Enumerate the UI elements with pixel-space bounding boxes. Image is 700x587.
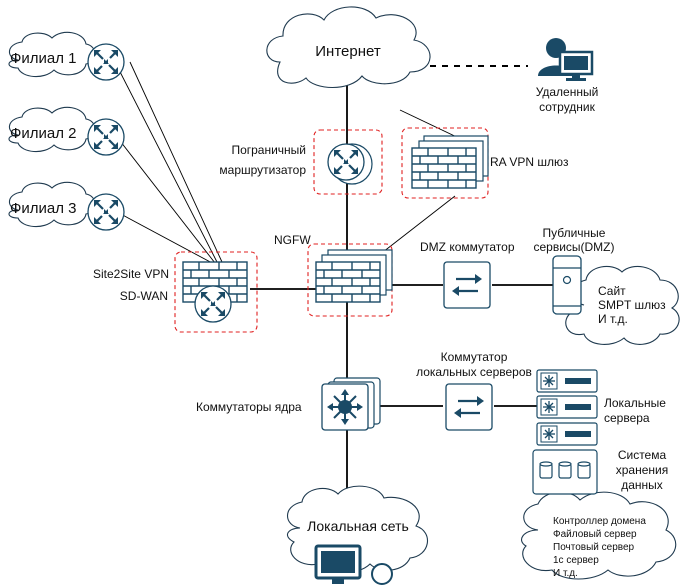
local-switch-line1: Коммутатор xyxy=(441,350,508,364)
remote-user: Удаленный сотрудник xyxy=(536,38,599,114)
public-cloud-line1: Сайт xyxy=(598,284,626,298)
ra-vpn-label: RA VPN шлюз xyxy=(490,155,569,169)
user-icon xyxy=(371,563,393,585)
local-servers-line1: Локальные xyxy=(604,396,666,410)
workstation-icon xyxy=(558,50,594,81)
server-icon xyxy=(536,422,598,446)
ngfw: NGFW xyxy=(274,233,393,317)
site2site-vpn: Site2Site VPN SD-WAN xyxy=(93,251,258,333)
local-servers-line2: сервера xyxy=(604,411,650,425)
site2site-line1: Site2Site VPN xyxy=(93,267,169,281)
router-icon xyxy=(326,142,366,182)
site2site-line2: SD-WAN xyxy=(120,289,168,303)
firewall-icon xyxy=(315,261,381,303)
core-switches-label: Коммутаторы ядра xyxy=(196,400,302,414)
storage-line1: Система xyxy=(618,448,667,462)
branch-3: Филиал 3 xyxy=(8,181,126,232)
servers-cloud-line3: Почтовый сервер xyxy=(553,542,635,553)
public-services-line2: сервисы(DMZ) xyxy=(533,240,614,254)
border-router-line2: маршрутизатор xyxy=(219,163,306,177)
branch-1: Филиал 1 xyxy=(8,31,126,82)
branch-1-label: Филиал 1 xyxy=(10,50,77,67)
lan-label: Локальная сеть xyxy=(307,518,409,534)
internet-cloud: Интернет xyxy=(266,6,431,88)
storage-line3: данных xyxy=(621,478,663,492)
router-icon xyxy=(193,284,233,324)
border-router: Пограничный маршрутизатор xyxy=(219,129,383,195)
remote-user-line2: сотрудник xyxy=(539,100,596,114)
router-icon xyxy=(86,42,126,82)
firewall-icon xyxy=(411,147,477,189)
remote-user-line1: Удаленный xyxy=(536,85,599,99)
internet-label: Интернет xyxy=(315,43,381,60)
core-switches: Коммутаторы ядра xyxy=(196,377,381,431)
switch-icon xyxy=(444,382,494,432)
servers-cloud-line4: 1с сервер xyxy=(553,555,599,566)
local-switch-line2: локальных серверов xyxy=(416,365,532,379)
branch-2: Филиал 2 xyxy=(8,106,126,157)
storage-system: Система хранения данных xyxy=(532,448,668,495)
public-cloud-line2: SMPT шлюз xyxy=(598,298,666,312)
public-services-server: Публичные сервисы(DMZ) xyxy=(533,226,615,315)
servers-cloud: Контроллер домена Файловый сервер Почтов… xyxy=(521,491,677,580)
lan-workstation xyxy=(314,544,393,585)
dmz-switch-label: DMZ коммутатор xyxy=(420,240,515,254)
local-servers: Локальные сервера xyxy=(536,369,666,446)
local-servers-switch: Коммутатор локальных серверов xyxy=(416,350,532,432)
border-router-line1: Пограничный xyxy=(231,143,306,157)
ngfw-label: NGFW xyxy=(274,233,311,247)
branch-2-label: Филиал 2 xyxy=(10,125,77,142)
servers-cloud-line2: Файловый сервер xyxy=(553,529,637,540)
switch-icon xyxy=(442,260,492,310)
server-icon xyxy=(536,395,598,419)
router-icon xyxy=(86,192,126,232)
ra-vpn-gateway: RA VPN шлюз xyxy=(401,127,581,199)
public-cloud-line3: И т.д. xyxy=(598,312,628,326)
servers-cloud-line5: И т.д. xyxy=(553,568,578,579)
core-switch-icon xyxy=(321,383,369,431)
server-icon xyxy=(536,369,598,393)
public-services-line1: Публичные xyxy=(543,226,606,240)
branch-3-label: Филиал 3 xyxy=(10,200,77,217)
dmz-switch: DMZ коммутатор xyxy=(420,240,515,310)
router-icon xyxy=(86,117,126,157)
storage-icon xyxy=(532,449,598,495)
storage-line2: хранения xyxy=(616,463,668,477)
servers-cloud-line1: Контроллер домена xyxy=(553,516,646,527)
workstation-icon xyxy=(314,544,362,584)
public-services-cloud: Сайт SMPT шлюз И т.д. xyxy=(565,265,680,345)
